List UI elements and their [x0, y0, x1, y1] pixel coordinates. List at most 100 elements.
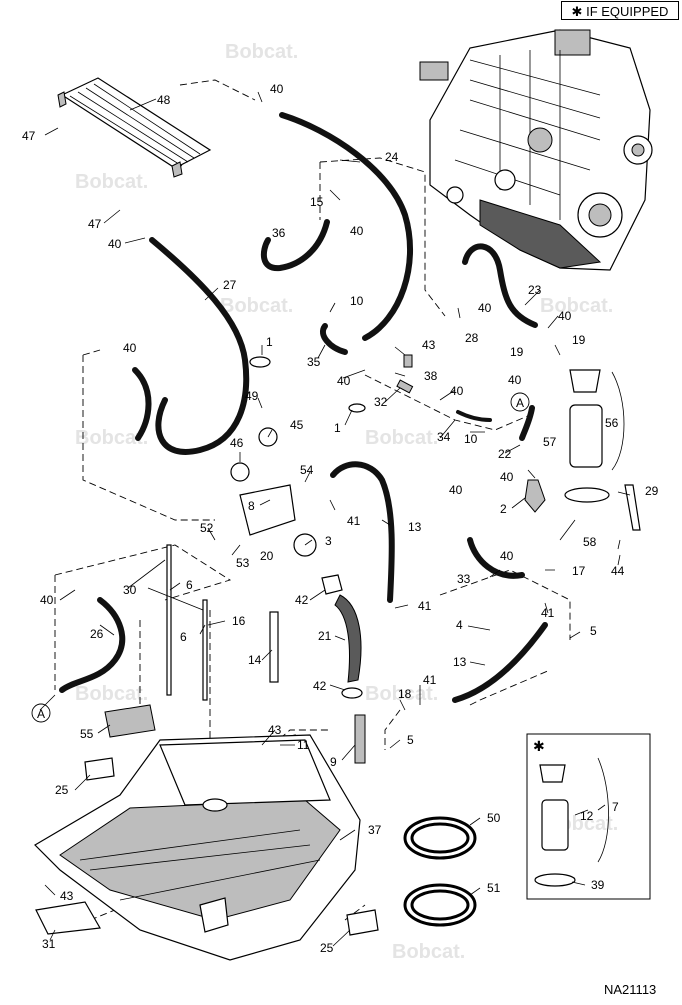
callout-40: 40 — [123, 341, 137, 355]
callout-22: 22 — [498, 447, 512, 461]
watermark: Bobcat. — [225, 41, 298, 63]
callout-24: 24 — [385, 150, 399, 164]
callout-25: 25 — [55, 783, 69, 797]
callout-26: 26 — [90, 627, 104, 641]
fuel-cooler-48 — [57, 77, 212, 178]
callout-44: 44 — [611, 564, 625, 578]
callout-14: 14 — [248, 653, 262, 667]
hose-13-upper — [330, 461, 395, 603]
callout-36: 36 — [272, 226, 286, 240]
callout-33: 33 — [457, 572, 471, 586]
block-25a — [84, 757, 115, 781]
cap-46 — [230, 462, 250, 482]
callout-19: 19 — [510, 345, 524, 359]
callout-42: 42 — [295, 593, 309, 607]
watermark: Bobcat. — [75, 171, 148, 193]
callout-41: 41 — [423, 673, 437, 687]
callout-5: 5 — [590, 624, 597, 638]
callout-2: 2 — [500, 502, 507, 516]
callout-39: 39 — [591, 878, 605, 892]
watermark: Bobcat. — [365, 427, 438, 449]
callout-10: 10 — [464, 432, 478, 446]
hose-27 — [149, 237, 250, 455]
callout-47: 47 — [22, 129, 36, 143]
star-icon: ✱ — [533, 738, 545, 754]
callout-57: 57 — [543, 435, 557, 449]
star-icon: ✱ — [571, 4, 583, 19]
block-25b — [346, 909, 379, 936]
callout-13: 13 — [408, 520, 422, 534]
callout-34: 34 — [437, 430, 451, 444]
watermark: Bobcat. — [540, 295, 613, 317]
primer-2 — [524, 479, 546, 513]
callout-17: 17 — [572, 564, 586, 578]
callout-45: 45 — [290, 418, 304, 432]
callout-12: 12 — [580, 809, 594, 823]
callout-40: 40 — [508, 373, 522, 387]
callout-15: 15 — [310, 195, 324, 209]
callout-53: 53 — [236, 556, 250, 570]
watermark: Bobcat. — [75, 683, 148, 705]
hose-13-lower — [452, 622, 548, 703]
callout-a: A — [516, 396, 524, 410]
valve-38 — [403, 354, 413, 368]
callout-51: 51 — [487, 881, 501, 895]
callout-43: 43 — [268, 723, 282, 737]
callout-labels: 48 47 47 40 40 40 24 15 40 36 27 23 10 4… — [22, 82, 659, 955]
callout-52: 52 — [200, 521, 214, 535]
sender-14 — [269, 611, 279, 683]
ref-circle-a — [31, 703, 51, 723]
callout-43: 43 — [60, 889, 74, 903]
callout-10: 10 — [350, 294, 364, 308]
fittings-layer — [35, 354, 641, 936]
callout-25: 25 — [320, 941, 334, 955]
callout-7: 7 — [612, 800, 619, 814]
callout-40: 40 — [500, 470, 514, 484]
callout-40: 40 — [449, 483, 463, 497]
callout-40: 40 — [500, 549, 514, 563]
callout-47: 47 — [88, 217, 102, 231]
callout-42: 42 — [313, 679, 327, 693]
callout-50: 50 — [487, 811, 501, 825]
pickup-9 — [354, 714, 366, 764]
filler-neck-21 — [321, 574, 363, 699]
callout-6: 6 — [180, 630, 187, 644]
callout-20: 20 — [260, 549, 274, 563]
callout-35: 35 — [307, 355, 321, 369]
callout-30: 30 — [123, 583, 137, 597]
callout-13: 13 — [453, 655, 467, 669]
pad-55 — [104, 704, 156, 738]
callout-27: 27 — [223, 278, 237, 292]
bracket-58 — [564, 487, 610, 503]
callout-48: 48 — [157, 93, 171, 107]
callout-8: 8 — [248, 499, 255, 513]
callout-31: 31 — [42, 937, 56, 951]
callout-29: 29 — [645, 484, 659, 498]
callout-18: 18 — [398, 687, 412, 701]
callout-40: 40 — [40, 593, 54, 607]
hose-35 — [320, 323, 348, 355]
if-equipped-legend: ✱ IF EQUIPPED — [561, 1, 679, 20]
bracket-20 — [239, 484, 296, 536]
callout-11: 11 — [297, 738, 310, 752]
callout-5: 5 — [407, 733, 414, 747]
fuel-tank-37 — [34, 734, 361, 961]
callout-32: 32 — [374, 395, 388, 409]
hose-34 — [456, 410, 492, 422]
mount-29 — [624, 484, 641, 531]
clamp-1a — [249, 356, 271, 368]
watermark: Bobcat. — [220, 295, 293, 317]
callout-23: 23 — [528, 283, 542, 297]
callout-41: 41 — [347, 514, 361, 528]
callout-38: 38 — [424, 369, 438, 383]
callout-40: 40 — [450, 384, 464, 398]
callout-55: 55 — [80, 727, 94, 741]
watermark: Bobcat. — [75, 427, 148, 449]
callout-3: 3 — [325, 534, 332, 548]
plate-31 — [35, 901, 101, 935]
brace-56 — [611, 371, 625, 471]
callout-40: 40 — [108, 237, 122, 251]
callout-a: A — [37, 707, 45, 721]
connector-32 — [396, 379, 414, 394]
